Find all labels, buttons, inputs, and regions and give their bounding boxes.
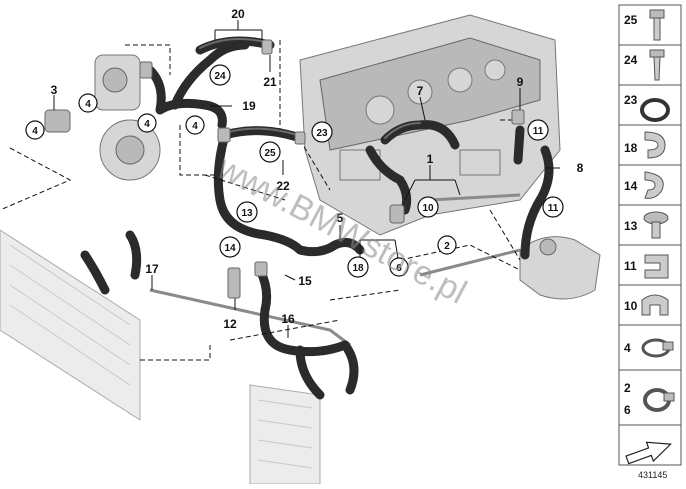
svg-text:2: 2	[624, 381, 631, 395]
svg-text:24: 24	[624, 53, 638, 67]
label-12: 12	[223, 317, 237, 331]
bolt-icon	[649, 9, 665, 41]
svg-text:18: 18	[352, 263, 364, 274]
hoses	[80, 36, 554, 400]
callout-4a: 4	[78, 93, 98, 113]
parts-panel-item-13[interactable]: 13	[618, 204, 682, 246]
svg-text:25: 25	[264, 148, 276, 159]
svg-text:14: 14	[224, 243, 236, 254]
svg-text:4: 4	[624, 341, 631, 355]
callout-13: 13	[236, 201, 258, 223]
hose-clamp-icon	[643, 388, 675, 412]
svg-text:14: 14	[624, 179, 638, 193]
parts-panel-item-23[interactable]: 23	[618, 84, 682, 126]
document-number: 431145	[638, 470, 668, 480]
clip-icon	[644, 131, 666, 159]
water-pump	[94, 54, 161, 181]
svg-text:11: 11	[548, 203, 559, 214]
svg-text:10: 10	[624, 299, 638, 313]
label-19: 19	[242, 99, 256, 113]
clip-icon	[641, 294, 669, 316]
thermostat	[44, 109, 71, 133]
callout-6: 6	[389, 257, 409, 277]
callout-4b: 4	[25, 120, 45, 140]
aux-radiator	[249, 384, 321, 485]
plain-labels: 20 21 19 22 3 7 9 1 8 5 17 15 12 16	[51, 7, 584, 331]
callout-23: 23	[311, 121, 333, 143]
svg-text:4: 4	[192, 121, 198, 132]
parts-panel-item-24[interactable]: 24	[618, 44, 682, 86]
clip-icon	[644, 254, 669, 279]
svg-text:13: 13	[624, 219, 638, 233]
svg-text:11: 11	[624, 259, 637, 273]
svg-text:10: 10	[422, 203, 434, 214]
svg-text:13: 13	[241, 208, 253, 219]
svg-text:4: 4	[32, 126, 38, 137]
parts-panel-item-18[interactable]: 18	[618, 124, 682, 166]
rivet-icon	[643, 211, 669, 239]
label-8: 8	[577, 161, 584, 175]
svg-text:24: 24	[214, 71, 226, 82]
parts-panel-item-14[interactable]: 14	[618, 164, 682, 206]
parts-panel-item-2-6[interactable]: 2 6	[618, 369, 682, 426]
svg-text:6: 6	[396, 263, 402, 274]
svg-text:25: 25	[624, 13, 638, 27]
callout-4c: 4	[137, 113, 157, 133]
pipe-1	[429, 193, 521, 202]
parts-panel-item-10[interactable]: 10	[618, 284, 682, 326]
parts-panel-item-4[interactable]: 4	[618, 324, 682, 371]
expansion-tank	[519, 236, 601, 300]
label-17: 17	[145, 262, 159, 276]
hose-clamp-icon	[641, 338, 674, 358]
svg-text:23: 23	[316, 128, 328, 139]
radiator	[0, 229, 141, 421]
label-15: 15	[298, 274, 312, 288]
clamps	[139, 39, 525, 299]
parts-panel-item-25[interactable]: 25	[618, 4, 682, 46]
screw-icon	[649, 49, 665, 81]
label-1: 1	[427, 152, 434, 166]
arrow-icon	[625, 441, 672, 465]
callout-11b: 11	[542, 196, 564, 218]
svg-text:2: 2	[444, 241, 450, 252]
label-21: 21	[263, 75, 277, 89]
clip-icon	[644, 171, 664, 199]
o-ring-icon	[640, 98, 670, 122]
svg-text:11: 11	[533, 126, 544, 137]
label-16: 16	[281, 312, 295, 326]
callout-2: 2	[437, 235, 457, 255]
label-3: 3	[51, 83, 58, 97]
svg-text:23: 23	[624, 93, 638, 107]
label-20: 20	[231, 7, 245, 21]
svg-text:4: 4	[144, 119, 150, 130]
callout-14: 14	[219, 236, 241, 258]
svg-text:6: 6	[624, 403, 631, 417]
callout-24: 24	[209, 64, 231, 86]
pipe-17	[149, 288, 351, 347]
callout-11a: 11	[527, 119, 549, 141]
svg-text:4: 4	[85, 99, 91, 110]
label-5: 5	[337, 211, 344, 225]
svg-text:18: 18	[624, 141, 638, 155]
parts-panel: 25 24 23 18 14	[618, 4, 682, 466]
pipe-2	[419, 248, 521, 277]
callout-10: 10	[417, 196, 439, 218]
circled-labels: 4 4 4 4 24 23 25 11 11 10 2 6 18 13 14	[25, 64, 564, 278]
label-7: 7	[417, 84, 424, 98]
callout-25: 25	[259, 141, 281, 163]
callout-18: 18	[347, 256, 369, 278]
parts-panel-footer	[618, 424, 682, 466]
callout-4d: 4	[185, 115, 205, 135]
parts-panel-item-11[interactable]: 11	[618, 244, 682, 286]
label-22: 22	[276, 179, 290, 193]
label-9: 9	[517, 75, 524, 89]
